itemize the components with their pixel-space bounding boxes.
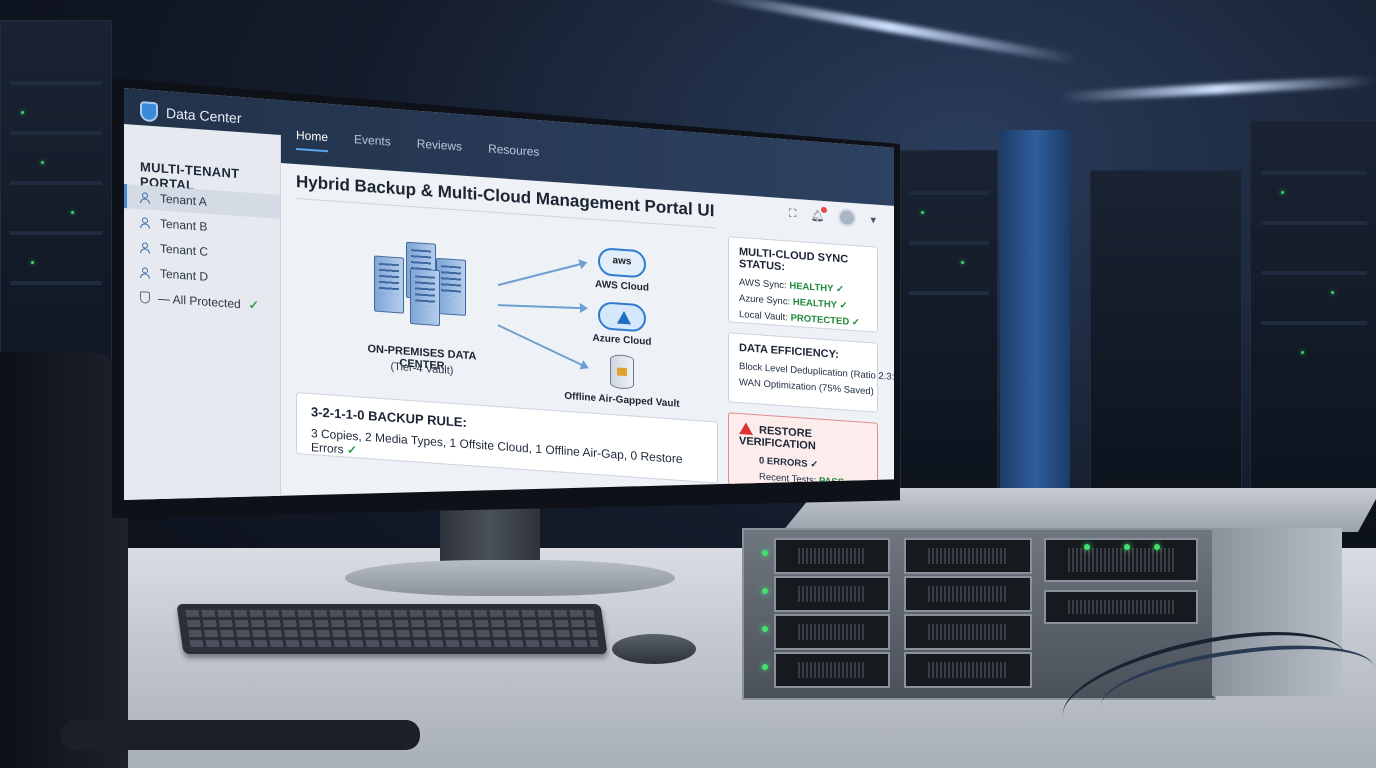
chevron-down-icon[interactable]: ▾	[870, 213, 876, 227]
vault-icon[interactable]	[610, 353, 634, 390]
chair-armrest	[60, 720, 420, 750]
mouse	[612, 634, 696, 664]
azure-cloud-icon[interactable]	[598, 301, 646, 333]
header-icons: ⛶ 🔔︎ ▾	[789, 204, 876, 228]
avatar[interactable]	[838, 207, 857, 228]
warning-icon	[739, 422, 753, 435]
pillar	[1000, 130, 1070, 550]
azure-cloud-label: Azure Cloud	[592, 332, 652, 348]
all-protected-label: — All Protected	[158, 291, 241, 312]
check-icon: ✓	[248, 297, 259, 313]
fullscreen-icon[interactable]: ⛶	[788, 206, 797, 220]
user-group-icon	[140, 242, 152, 253]
monitor-screen: Data Center Home Events Reviews Resoures…	[124, 88, 894, 500]
user-group-icon	[140, 267, 152, 278]
arrow-to-azure	[497, 304, 586, 310]
main-nav: Home Events Reviews Resoures	[296, 128, 539, 167]
stand-base	[345, 560, 675, 596]
brand[interactable]: Data Center	[140, 101, 241, 128]
backup-rule-text: 3 Copies, 2 Media Types, 1 Offsite Cloud…	[311, 426, 683, 467]
notification-dot	[821, 206, 828, 213]
aws-logo: aws	[612, 255, 632, 268]
backup-rule-title: 3-2-1-1-0 BACKUP RULE:	[311, 404, 467, 430]
sync-status-panel: MULTI-CLOUD SYNC STATUS: AWS Sync: HEALT…	[728, 236, 878, 333]
shield-icon	[140, 291, 150, 304]
vault-label: Offline Air-Gapped Vault	[564, 390, 680, 410]
aws-cloud-icon[interactable]: aws	[598, 247, 646, 279]
sync-status-title: MULTI-CLOUD SYNC STATUS:	[739, 246, 849, 274]
nav-home[interactable]: Home	[296, 128, 329, 153]
lock-icon	[617, 367, 627, 377]
nav-events[interactable]: Events	[354, 132, 391, 149]
ceiling-light-1	[702, 0, 1078, 65]
user-group-icon	[140, 192, 152, 203]
tenant-label: Tenant A	[160, 191, 207, 209]
check-icon: ✓	[347, 442, 358, 458]
azure-logo-icon	[617, 310, 631, 325]
backup-rule-detail: 3 Copies, 2 Media Types, 1 Offsite Cloud…	[311, 426, 717, 482]
sidebar: MULTI-TENANT PORTAL Tenant A Tenant B Te…	[124, 124, 281, 500]
nav-reviews[interactable]: Reviews	[416, 136, 463, 154]
brand-label: Data Center	[166, 104, 242, 127]
keyboard	[176, 604, 608, 654]
ceiling-light-2	[1059, 75, 1376, 103]
shield-logo-icon	[140, 101, 158, 123]
tenant-label: Tenant D	[160, 266, 209, 284]
datacenter-servers-icon	[364, 233, 474, 331]
restore-title: RESTORE VERIFICATION	[739, 422, 867, 456]
office-chair	[0, 352, 128, 768]
tenant-label: Tenant C	[160, 241, 209, 259]
data-efficiency-panel: DATA EFFICIENCY: Block Level Deduplicati…	[728, 332, 894, 413]
user-group-icon	[140, 217, 152, 228]
aws-cloud-label: AWS Cloud	[595, 278, 649, 294]
tenant-label: Tenant B	[160, 216, 208, 234]
bell-icon[interactable]: 🔔︎	[811, 206, 828, 222]
nav-resources[interactable]: Resoures	[488, 141, 540, 160]
